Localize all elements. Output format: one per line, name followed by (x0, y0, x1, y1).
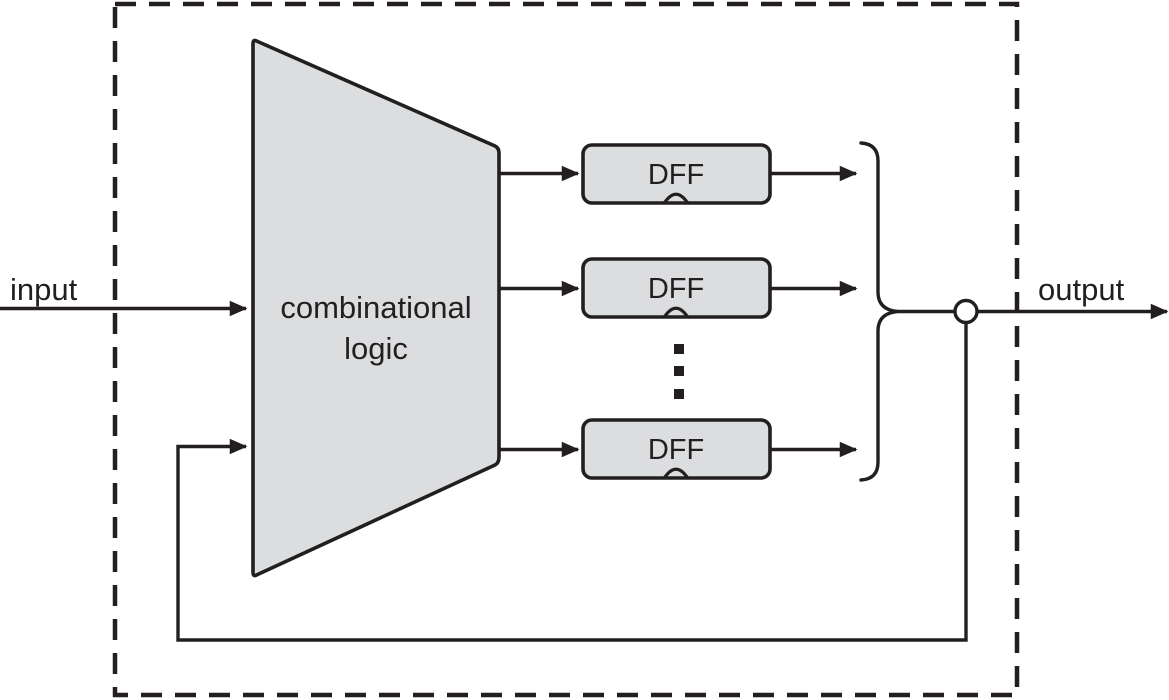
dff-2-label: DFF (648, 273, 704, 305)
combinational-logic-label-line1: combinational (280, 290, 471, 325)
vertical-ellipsis (674, 344, 684, 399)
dff-1-clock-icon (662, 192, 690, 205)
combinational-logic-label-line2: logic (344, 331, 408, 366)
dff-2-clock-icon (662, 306, 690, 319)
feedback-path (176, 322, 968, 642)
dff-n-label: DFF (648, 434, 704, 466)
output-bus-brace (859, 141, 899, 482)
dashed-module-boundary (112, 1, 1020, 698)
dff-n-clock-icon (662, 467, 690, 480)
output-label: output (1038, 272, 1125, 307)
input-label: input (10, 272, 78, 307)
dff-1-label: DFF (648, 159, 704, 191)
output-junction-node[interactable] (953, 298, 979, 325)
combinational-logic-block[interactable] (251, 38, 501, 578)
